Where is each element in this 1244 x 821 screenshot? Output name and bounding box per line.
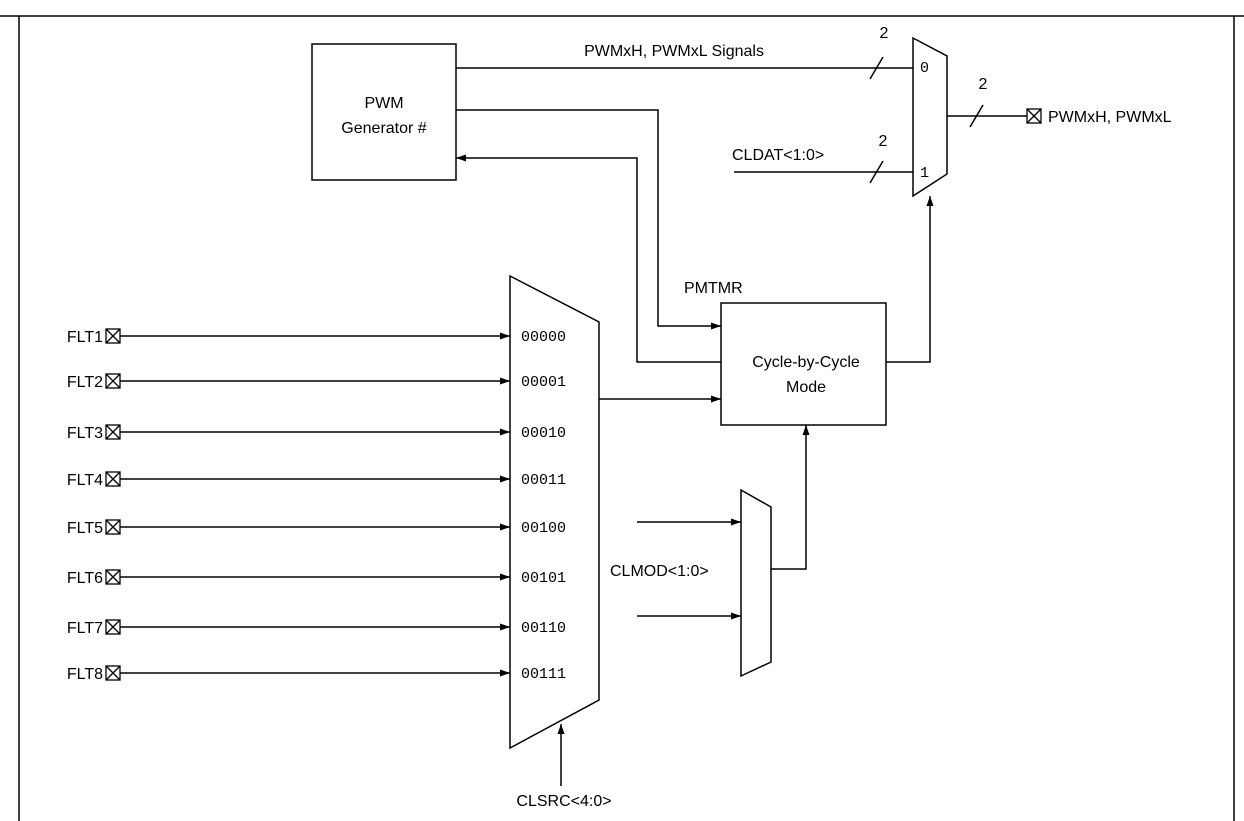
pmtmr-label: PMTMR (684, 280, 743, 297)
fault-source-code: 00111 (521, 666, 566, 683)
fault-pin-icon (105, 619, 121, 635)
fault-input-row: FLT1 00000 (67, 328, 566, 346)
fault-pin-label: FLT3 (67, 425, 103, 442)
fault-source-code: 00110 (521, 620, 566, 637)
fault-input-row: FLT7 00110 (67, 619, 566, 637)
output-mux: 0 1 (912, 36, 948, 198)
pwm-signals-bus: PWMxH, PWMxL Signals 2 (456, 25, 913, 80)
fault-pin-label: FLT7 (67, 620, 103, 637)
fault-source-code: 00000 (521, 329, 566, 346)
output-mux-input-1: 1 (920, 165, 929, 182)
fault-pin-label: FLT5 (67, 520, 103, 537)
clmod-mux: CLMOD<1:0> (610, 425, 810, 678)
feedback-to-pwm-generator (456, 154, 721, 363)
output-bus: 2 PWMxH, PWMxL (947, 76, 1172, 128)
fault-input-row: FLT5 00100 (67, 519, 566, 537)
pwm-generator-label-1: PWM (364, 95, 403, 112)
fault-pin-label: FLT6 (67, 570, 103, 587)
fault-source-code: 00011 (521, 472, 566, 489)
fault-source-code: 00100 (521, 520, 566, 537)
fault-input-row: FLT3 00010 (67, 424, 566, 442)
output-mux-input-0: 0 (920, 60, 929, 77)
fault-source-mux (509, 274, 600, 750)
fault-input-row: FLT4 00011 (67, 471, 566, 489)
pwm-generator-block: PWM Generator # (311, 43, 457, 181)
fault-pin-label: FLT8 (67, 666, 103, 683)
figure-frame (0, 15, 1244, 821)
cycle-block-label-1: Cycle-by-Cycle (752, 354, 860, 371)
cldat-bus-width: 2 (879, 133, 888, 150)
fault-pin-label: FLT4 (67, 472, 103, 489)
fault-pin-icon (105, 373, 121, 389)
pwm-signals-label: PWMxH, PWMxL Signals (584, 43, 764, 60)
output-pin-icon (1026, 108, 1042, 124)
pwm-generator-label-2: Generator # (341, 120, 426, 137)
fault-pin-icon (105, 328, 121, 344)
fault-source-code: 00101 (521, 570, 566, 587)
fault-pin-label: FLT1 (67, 329, 103, 346)
fault-pin-icon (105, 519, 121, 535)
output-bus-width: 2 (979, 76, 988, 93)
cldat-label: CLDAT<1:0> (732, 147, 824, 164)
fault-pin-label: FLT2 (67, 374, 103, 391)
fault-input-row: FLT2 00001 (67, 373, 566, 391)
fault-input-row: FLT6 00101 (67, 569, 566, 587)
pmtmr-signal: PMTMR (456, 109, 743, 330)
cycle-block-label-2: Mode (786, 379, 826, 396)
cycle-by-cycle-block: Cycle-by-Cycle Mode (720, 302, 887, 426)
cycle-to-mux-select (886, 196, 934, 363)
clsrc-label: CLSRC<4:0> (516, 793, 611, 810)
fault-pin-icon (105, 569, 121, 585)
cldat-bus: CLDAT<1:0> 2 (732, 133, 913, 184)
pwm-output-label: PWMxH, PWMxL (1048, 109, 1172, 126)
fault-pin-icon (105, 424, 121, 440)
fault-pin-icon (105, 665, 121, 681)
fault-pin-icon (105, 471, 121, 487)
fault-source-code: 00010 (521, 425, 566, 442)
clmod-label: CLMOD<1:0> (610, 563, 709, 580)
fault-input-row: FLT8 00111 (67, 665, 566, 683)
pwm-bus-width: 2 (880, 25, 889, 42)
clsrc-select: CLSRC<4:0> (516, 724, 612, 810)
fault-source-code: 00001 (521, 374, 566, 391)
